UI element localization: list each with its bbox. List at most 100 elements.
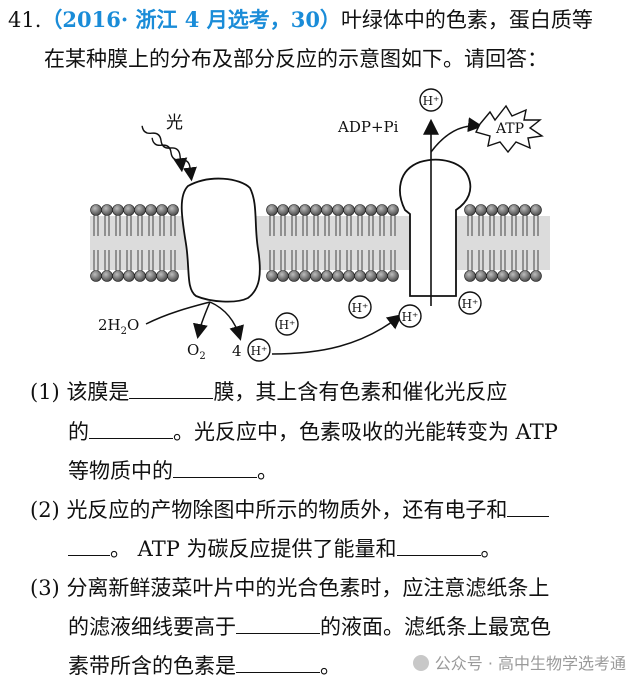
lipid-head [101,204,113,216]
proton-circle-4h [247,338,271,362]
lipid-head [332,270,344,282]
subq1-text-f: 。 [257,459,278,483]
subq1-text-e: 等物质中的 [68,459,173,483]
subq1-text-c: 的 [68,420,89,444]
subq2-number: (2) [30,498,60,522]
subq2-text-a: 光反应的产物除图中所示的物质外，还有电子和 [66,498,508,522]
proton-circle-c [398,304,422,328]
lipid-head [112,204,124,216]
proton-circle-b [348,295,372,319]
proton-circle-d [458,291,482,315]
lipid-head [497,270,509,282]
lipid-head [343,270,355,282]
lipid-head [343,204,355,216]
lipid-head [123,270,135,282]
thylakoid-membrane-diagram: 光 H⁺ ADP+Pi ATP 2H2O O2 4 H⁺ H⁺ H⁺ H⁺ H⁺ [90,88,550,362]
subq1-blank-2[interactable] [89,418,173,439]
lipid-head [354,204,366,216]
subq2-line-2: 。 ATP 为碳反应提供了能量和。 [68,535,502,563]
lipid-head [376,204,388,216]
lipid-head [321,270,333,282]
lipid-head [332,204,344,216]
lipid-head [310,270,322,282]
lipid-head [376,270,388,282]
proton-a-label: H⁺ [279,318,296,332]
lipid-head [134,270,146,282]
light-label: 光 [166,113,183,133]
lipid-head [101,270,113,282]
lipid-head [134,204,146,216]
lipid-head [299,204,311,216]
lipid-head [475,270,487,282]
lipid-head [530,204,542,216]
proton-b-label: H⁺ [352,301,369,315]
lipid-head [486,270,498,282]
lipid-head [145,270,157,282]
subq3-text-d: 素带所含的色素是 [68,654,236,678]
proton-transport-arrow [271,314,403,355]
four-label: 4 [232,342,242,360]
proton-circle-top [419,88,443,112]
subq1-text-d: 。光反应中，色素吸收的光能转变为 ATP [173,420,558,444]
lipid-head [288,270,300,282]
subq1-text-a: 该膜是 [66,380,130,404]
subq3-text-e: 。 [320,654,341,678]
lipid-head [266,270,278,282]
lipid-head [321,204,333,216]
subq3-line-3: 素带所含的色素是 。 [68,652,341,680]
subq1-blank-3[interactable] [173,457,257,478]
question-stem-part2: 在某种膜上的分布及部分反应的示意图如下。请回答： [44,47,548,71]
lipid-head [167,204,179,216]
oxygen-arrow [193,301,211,339]
subq2-line-1: (2) 光反应的产物除图中所示的物质外，还有电子和 [30,496,550,524]
proton-circle-a [275,312,299,336]
lipid-head [387,270,399,282]
subq3-text-c: 的液面。滤纸条上最宽色 [320,615,551,639]
subq1-blank-1[interactable] [129,378,214,399]
lipid-head [288,204,300,216]
light-arrow-2 [151,137,197,182]
lipid-head [277,204,289,216]
watermark-text: 公众号 · 高中生物学选考通 [434,654,626,673]
question-line-2: 在某种膜上的分布及部分反应的示意图如下。请回答： [44,45,548,73]
lipid-head [508,270,520,282]
subq1-number: (1) [30,380,60,404]
membrane-core [90,216,550,270]
proton-top-label: H⁺ [423,94,440,108]
lipid-head [90,204,102,216]
lipid-head [497,204,509,216]
subq3-blank-2[interactable] [236,652,320,673]
subq3-text-b: 的滤液细线要高于 [68,615,236,639]
subq3-line-2: 的滤液细线要高于 的液面。滤纸条上最宽色 [68,613,551,641]
lipid-head [387,204,399,216]
oxygen-label: O2 [187,341,206,362]
question-line-1: 41.（2016· 浙江 4 月选考，30）叶绿体中的色素，蛋白质等 [8,6,593,34]
lipid-bilayer [90,204,542,282]
subq1-line-2: 的 。光反应中，色素吸收的光能转变为 ATP [68,418,558,446]
lipid-head [530,270,542,282]
subq2-blank-1b[interactable] [68,535,110,556]
subq2-blank-1a[interactable] [507,496,550,517]
lipid-head [90,270,102,282]
lipid-head [112,270,124,282]
lipid-head [365,204,377,216]
watermark: 公众号 · 高中生物学选考通 [412,650,626,674]
subq1-text-b: 膜，其上含有色素和催化光反应 [213,380,508,404]
lipid-head [508,204,520,216]
atp-burst [474,104,544,154]
water-label: 2H2O [98,316,139,337]
wechat-icon [412,655,429,671]
subq2-text-b: 。 ATP 为碳反应提供了能量和 [110,537,397,561]
lipid-head [464,204,476,216]
lipid-head [486,204,498,216]
lipid-head [167,270,179,282]
lipid-head [519,270,531,282]
subq2-blank-2[interactable] [396,535,481,556]
subq3-blank-1[interactable] [236,613,320,634]
subq1-line-1: (1) 该膜是 膜，其上含有色素和催化光反应 [30,378,507,406]
lipid-head [464,270,476,282]
light-arrow-1 [141,125,188,173]
subq3-line-1: (3) 分离新鲜菠菜叶片中的光合色素时，应注意滤纸条上 [30,574,549,602]
lipid-head [310,204,322,216]
atp-synthesis-arrow [430,117,483,153]
